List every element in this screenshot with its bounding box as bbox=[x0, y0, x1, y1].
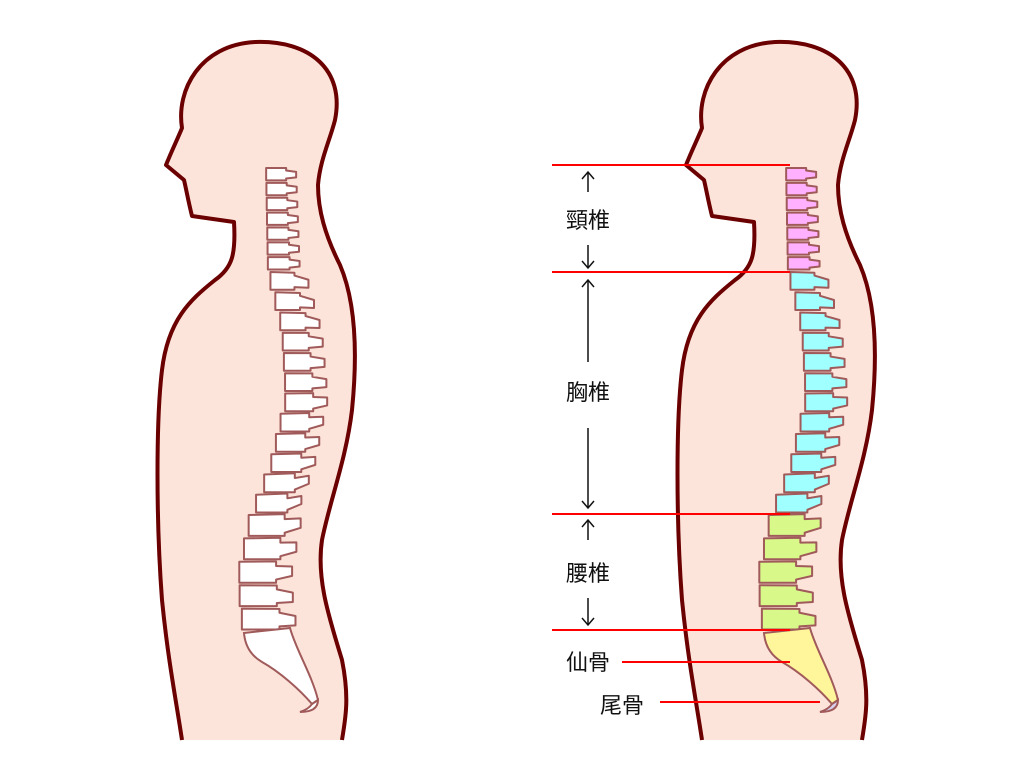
label-lumbar: 腰椎 bbox=[566, 562, 610, 587]
arrowhead-icon bbox=[581, 500, 595, 510]
thoracic-vertebra bbox=[255, 492, 303, 514]
cervical-vertebra bbox=[785, 181, 818, 197]
coccyx-bone bbox=[299, 698, 320, 713]
label-coccyx: 尾骨 bbox=[600, 694, 644, 719]
thoracic-vertebra bbox=[799, 412, 845, 433]
thoracic-vertebra bbox=[274, 432, 321, 453]
lumbar-vertebra bbox=[240, 607, 297, 631]
lumbar-vertebra bbox=[242, 536, 298, 561]
sacrum-bone bbox=[762, 626, 840, 706]
label-thoracic: 胸椎 bbox=[566, 381, 610, 406]
thoracic-vertebra bbox=[279, 311, 321, 332]
cervical-vertebra bbox=[785, 196, 819, 212]
thoracic-vertebra bbox=[794, 432, 841, 453]
cervical-vertebra bbox=[266, 256, 301, 271]
thoracic-vertebra bbox=[263, 472, 310, 494]
thoracic-vertebra bbox=[282, 352, 326, 372]
thoracic-vertebra bbox=[804, 392, 849, 413]
thoracic-vertebra bbox=[279, 412, 325, 433]
arrowhead-icon bbox=[581, 278, 595, 288]
thoracic-vertebra bbox=[274, 291, 315, 311]
lumbar-vertebra bbox=[238, 560, 294, 584]
spine-colored bbox=[758, 167, 849, 713]
arrowhead-icon bbox=[581, 518, 595, 528]
arrowhead-icon bbox=[581, 260, 595, 270]
thoracic-vertebra bbox=[790, 452, 837, 473]
lumbar-vertebra bbox=[762, 536, 818, 561]
cervical-vertebra bbox=[266, 241, 300, 256]
lumbar-vertebra bbox=[767, 513, 822, 537]
coccyx-bone bbox=[819, 698, 840, 713]
thoracic-vertebra bbox=[783, 472, 830, 494]
cervical-vertebra bbox=[786, 256, 821, 271]
cervical-vertebra bbox=[265, 196, 299, 212]
thoracic-vertebra bbox=[775, 492, 823, 514]
thoracic-vertebra bbox=[801, 331, 844, 352]
cervical-vertebra bbox=[785, 167, 818, 182]
thoracic-vertebra bbox=[794, 291, 835, 311]
thoracic-vertebra bbox=[789, 271, 830, 291]
cervical-vertebra bbox=[266, 211, 299, 226]
arrowhead-icon bbox=[581, 170, 595, 180]
cervical-vertebra bbox=[786, 241, 820, 256]
figure-labeled-spine bbox=[675, 39, 877, 742]
cervical-vertebra bbox=[266, 226, 300, 241]
label-sacrum: 仙骨 bbox=[566, 651, 610, 676]
thoracic-vertebra bbox=[804, 372, 848, 392]
figure-plain-spine bbox=[155, 39, 357, 742]
thoracic-vertebra bbox=[281, 331, 324, 352]
cervical-vertebra bbox=[786, 226, 820, 241]
lumbar-vertebra bbox=[758, 560, 814, 584]
label-cervical: 頸椎 bbox=[566, 209, 610, 234]
thoracic-vertebra bbox=[802, 352, 846, 372]
arrowhead-icon bbox=[581, 617, 595, 627]
spine-plain bbox=[238, 167, 329, 713]
lumbar-vertebra bbox=[758, 584, 814, 608]
lumbar-vertebra bbox=[238, 584, 294, 608]
sacrum-bone bbox=[242, 626, 320, 706]
cervical-vertebra bbox=[265, 181, 298, 197]
thoracic-vertebra bbox=[269, 271, 310, 291]
lumbar-vertebra bbox=[247, 513, 302, 537]
cervical-vertebra bbox=[265, 167, 298, 182]
thoracic-vertebra bbox=[270, 452, 317, 473]
cervical-vertebra bbox=[786, 211, 819, 226]
thoracic-vertebra bbox=[284, 372, 328, 392]
thoracic-vertebra bbox=[284, 392, 329, 413]
thoracic-vertebra bbox=[799, 311, 841, 332]
annotations: 頸椎 胸椎 腰椎 仙骨 尾骨 bbox=[552, 164, 820, 719]
